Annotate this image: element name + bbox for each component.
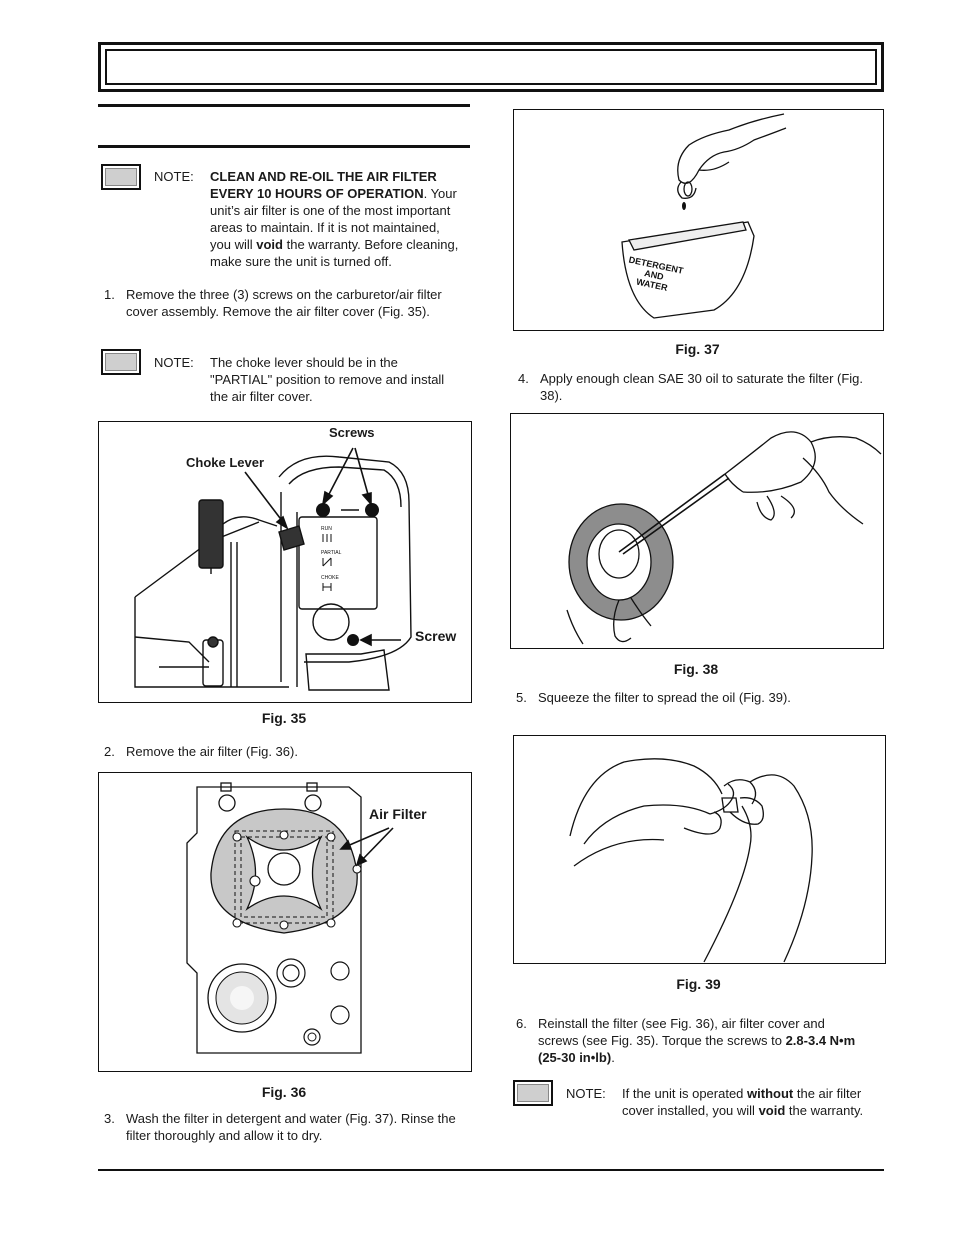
note-emphasis: CLEAN AND RE-OIL THE AIR FILTER EVERY 10…	[210, 169, 437, 201]
step-number: 3.	[104, 1111, 115, 1126]
page-header-inner-frame	[105, 49, 877, 85]
figure-35: RUN PARTIAL CHOKE Screws Choke Lever Scr…	[98, 421, 472, 703]
note-icon	[101, 164, 141, 190]
figure-39	[513, 735, 886, 964]
engine-cover-illustration: RUN PARTIAL CHOKE	[134, 447, 412, 691]
step-5: 5. Squeeze the filter to spread the oil …	[516, 689, 872, 706]
step-6: 6. Reinstall the filter (see Fig. 36), a…	[516, 1015, 866, 1066]
step-text: Wash the filter in detergent and water (…	[126, 1111, 456, 1143]
tub-label-line-2: AND	[643, 268, 665, 282]
note-text: . Your unit’s air filter is one of the m…	[210, 186, 457, 252]
partial-position-label: PARTIAL	[321, 550, 342, 556]
air-filter-illustration	[186, 782, 394, 1054]
figure-38-caption: Fig. 38	[673, 661, 719, 677]
air-filter-label: Air Filter	[369, 806, 427, 822]
note-text: the air filter cover installed, you will	[622, 1086, 862, 1118]
note-label: NOTE:	[154, 169, 194, 184]
note-body: If the unit is operated without the air …	[622, 1085, 872, 1119]
tub-label-line-3: WATER	[635, 277, 669, 294]
note-emphasis: without	[747, 1086, 794, 1101]
note-text: If the unit is operated	[622, 1086, 748, 1101]
note-label: NOTE:	[566, 1086, 606, 1101]
screws-label: Screws	[329, 425, 375, 440]
choke-lever-label: Choke Lever	[186, 455, 265, 470]
oil-filter-illustration	[566, 431, 882, 645]
step-text-part: .	[611, 1050, 615, 1065]
figure-38	[510, 413, 884, 649]
squeeze-filter-illustration	[569, 758, 813, 963]
figure-37: DETERGENT AND WATER	[513, 109, 884, 331]
note-emphasis: void	[256, 237, 283, 252]
step-number: 4.	[518, 371, 529, 386]
step-number: 1.	[104, 287, 115, 302]
detergent-tub-illustration: DETERGENT AND WATER	[621, 113, 787, 319]
step-number: 6.	[516, 1016, 527, 1031]
step-text: Reinstall the filter (see Fig. 36), air …	[538, 1015, 866, 1066]
step-text: Apply enough clean SAE 30 oil to saturat…	[540, 371, 864, 403]
step-4: 4. Apply enough clean SAE 30 oil to satu…	[518, 370, 874, 404]
step-text: Remove the air filter (Fig. 36).	[126, 744, 298, 759]
page-header-banner	[98, 42, 884, 92]
figure-39-caption: Fig. 39	[676, 976, 721, 992]
section-rule-top	[98, 104, 470, 107]
figure-36: Air Filter	[98, 772, 472, 1072]
footer-rule	[98, 1169, 884, 1171]
note-emphasis: void	[758, 1103, 786, 1118]
run-position-label: RUN	[321, 526, 332, 532]
note-icon	[101, 349, 141, 375]
note-text: the warranty.	[785, 1103, 864, 1118]
figure-36-caption: Fig. 36	[261, 1084, 307, 1100]
step-2: 2. Remove the air filter (Fig. 36).	[104, 743, 454, 760]
note-label: NOTE:	[154, 355, 194, 370]
torque-spec: 2.8-3.4 N•m (25-30 in•lb)	[538, 1033, 856, 1065]
step-text-part: Reinstall the filter (see Fig. 36), air …	[538, 1016, 825, 1048]
screw-label: Screw	[415, 628, 457, 644]
step-number: 5.	[516, 690, 527, 705]
note-text: the warranty. Before cleaning, make sure…	[210, 237, 459, 269]
step-1: 1. Remove the three (3) screws on the ca…	[104, 286, 454, 320]
figure-37-caption: Fig. 37	[675, 341, 720, 357]
note-body: CLEAN AND RE-OIL THE AIR FILTER EVERY 10…	[210, 168, 462, 270]
step-3: 3. Wash the filter in detergent and wate…	[104, 1110, 464, 1144]
choke-position-label: CHOKE	[321, 575, 339, 581]
step-number: 2.	[104, 744, 115, 759]
section-rule-bottom	[98, 145, 470, 148]
figure-35-caption: Fig. 35	[261, 710, 307, 726]
step-text: Remove the three (3) screws on the carbu…	[126, 287, 442, 319]
note-icon	[513, 1080, 553, 1106]
step-text: Squeeze the filter to spread the oil (Fi…	[538, 690, 791, 705]
note-body: The choke lever should be in the "PARTIA…	[210, 355, 445, 404]
